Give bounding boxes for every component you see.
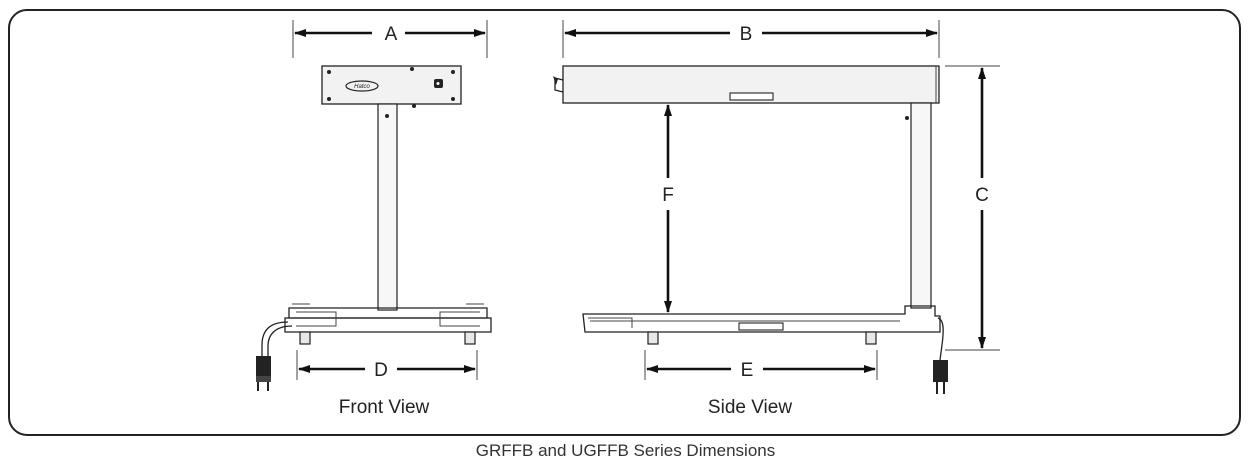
side-power-plug [933,360,948,382]
figure-caption: GRFFB and UGFFB Series Dimensions [475,441,776,460]
side-view-label: Side View [708,397,792,418]
dim-label-b: B [740,24,753,45]
diagram-border [8,9,1241,436]
dim-label-e: E [741,360,754,381]
brand-logo [345,80,379,92]
dim-label-a: A [385,24,398,45]
front-view-label: Front View [339,397,430,418]
dim-label-f: F [662,185,674,206]
power-plug [256,356,271,376]
front-column [377,103,398,311]
side-column [910,102,932,309]
power-switch [554,77,564,93]
side-view: B F C [553,20,1000,418]
front-view: A Hatco [256,20,492,418]
dim-label-c: C [975,185,989,206]
side-base [582,305,941,333]
power-cord [261,321,289,356]
dim-label-d: D [374,360,388,381]
brand-logo-text: Hatco [354,84,370,90]
